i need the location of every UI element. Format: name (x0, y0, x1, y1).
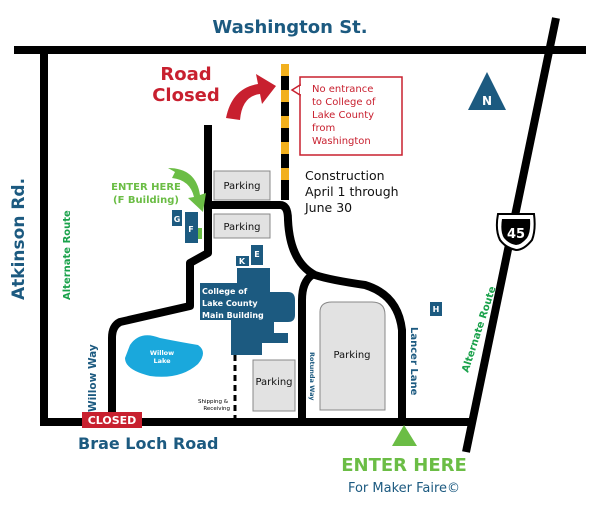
route-45-shield-icon: 45 (495, 213, 536, 252)
willow-way-road (108, 125, 212, 422)
north-arrow-icon: N (468, 72, 506, 110)
entrance-arrow-icon (392, 425, 417, 446)
svg-text:N: N (482, 94, 492, 108)
parking-lot-4 (319, 301, 386, 411)
road-closed-label-2: Closed (152, 85, 220, 106)
main-building: College of Lake County Main Building (200, 268, 295, 355)
svg-text:Lake County: Lake County (202, 299, 258, 308)
rotunda-way-label: Rotunda Way (308, 352, 316, 401)
atkinson-rd-label: Atkinson Rd. (9, 178, 29, 300)
parking-label: Parking (223, 181, 260, 192)
svg-text:Lake County: Lake County (312, 110, 374, 121)
willow-way-label: Willow Way (87, 344, 99, 412)
building-h (430, 302, 442, 316)
building-f-entrance (198, 228, 202, 239)
willow-lake (125, 335, 203, 377)
parking-lot-3 (252, 359, 296, 412)
closed-badge (82, 412, 142, 428)
construction-barrier (281, 64, 289, 200)
building-e (251, 245, 263, 265)
brae-loch-road-label: Brae Loch Road (78, 434, 219, 453)
curved-arrow-icon (226, 74, 276, 120)
svg-text:45: 45 (507, 227, 525, 242)
svg-text:F: F (188, 225, 193, 234)
building-g (172, 210, 182, 226)
svg-text:G: G (174, 215, 181, 224)
svg-text:from: from (312, 123, 335, 134)
campus-loop-road (208, 201, 406, 422)
maker-faire-label: For Maker Faire© (348, 481, 460, 496)
washington-st-label: Washington St. (212, 17, 367, 38)
receiving-label: Receiving (203, 406, 230, 412)
building-k (236, 256, 249, 266)
no-entrance-notice: No entrance to College of Lake County fr… (290, 76, 403, 156)
svg-text:to College of: to College of (312, 97, 376, 108)
enter-here-f-label: ENTER HERE (111, 182, 181, 193)
parking-lot-2 (213, 213, 271, 239)
svg-text:Willow: Willow (150, 349, 174, 357)
svg-text:No entrance: No entrance (312, 84, 373, 95)
svg-text:College of: College of (202, 287, 248, 296)
svg-text:Lake: Lake (153, 357, 171, 365)
alternate-route-left-label: Alternate Route (62, 210, 73, 300)
svg-text:April 1 through: April 1 through (305, 184, 399, 199)
construction-notice: Construction April 1 through June 30 (304, 168, 399, 215)
svg-text:K: K (239, 257, 246, 266)
road-closed-label: Road (160, 64, 211, 85)
green-arrow-icon (168, 168, 206, 212)
svg-text:H: H (433, 305, 440, 314)
svg-text:Construction: Construction (305, 168, 385, 183)
svg-text:Washington: Washington (312, 136, 371, 147)
enter-here-label: ENTER HERE (341, 455, 467, 476)
rotunda-way-road (298, 271, 315, 422)
parking-label: Parking (255, 377, 292, 388)
svg-text:June 30: June 30 (304, 200, 352, 215)
parking-lot-1 (213, 170, 271, 201)
svg-text:Main Building: Main Building (202, 311, 264, 320)
parking-label: Parking (333, 350, 370, 361)
lancer-lane-label: Lancer Lane (408, 327, 419, 396)
svg-text:E: E (254, 250, 259, 259)
shipping-label: Shipping & (198, 399, 229, 405)
svg-text:CLOSED: CLOSED (88, 414, 137, 427)
building-f (185, 212, 198, 243)
f-building-label: (F Building) (113, 195, 179, 206)
parking-label: Parking (223, 222, 260, 233)
